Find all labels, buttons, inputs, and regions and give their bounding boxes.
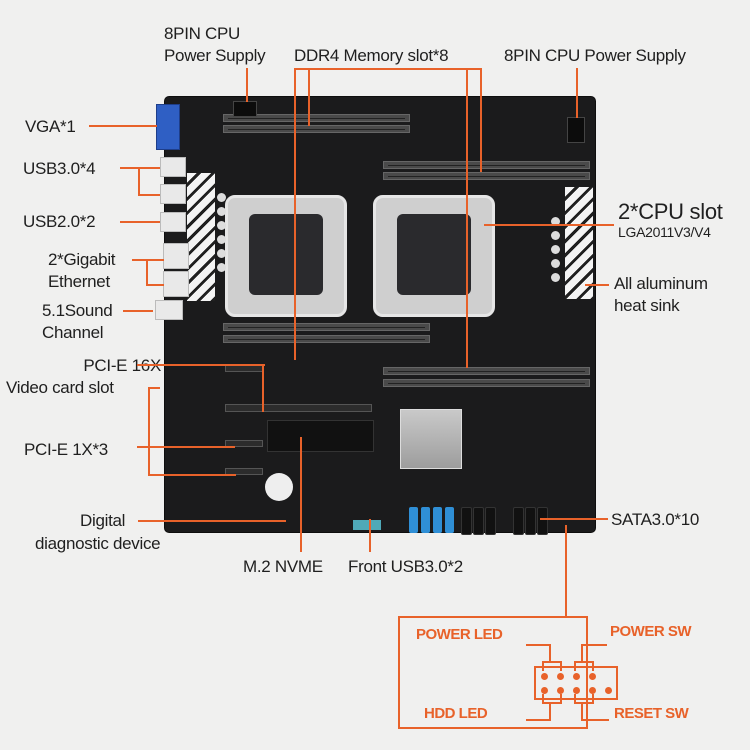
- label-reset-sw: RESET SW: [614, 705, 689, 722]
- dimm-slot: [383, 161, 590, 169]
- pcie-x1-slot: [225, 365, 263, 372]
- label-cpu-slot: 2*CPU slot: [618, 199, 723, 224]
- label-pcie1: PCI-E 1X*3: [24, 440, 108, 459]
- label-diag: Digital: [80, 511, 126, 530]
- label-cpu-slot-sub: LGA2011V3/V4: [618, 224, 711, 240]
- dimm-slot: [223, 125, 410, 133]
- dimm-slot: [223, 114, 410, 122]
- cpu-socket-1: [225, 195, 347, 317]
- audio-port: [155, 300, 183, 320]
- chipset-heatsink: [400, 409, 462, 469]
- cpu-power-connector-right: [567, 117, 585, 143]
- dimm-slot: [223, 335, 430, 343]
- label-hdd-led: HDD LED: [424, 705, 488, 722]
- label-diag-sub: diagnostic device: [35, 534, 161, 553]
- heatsink-left: [187, 173, 215, 301]
- label-cpu-power-right: 8PIN CPU Power Supply: [504, 46, 686, 65]
- usb3-port: [160, 184, 186, 204]
- label-vga: VGA*1: [25, 117, 76, 136]
- cpu-power-connector-left: [233, 101, 257, 117]
- label-m2: M.2 NVME: [243, 557, 323, 576]
- dimm-slot: [383, 172, 590, 180]
- label-ddr4: DDR4 Memory slot*8: [294, 46, 449, 65]
- label-front-usb: Front USB3.0*2: [348, 557, 463, 576]
- label-sata: SATA3.0*10: [611, 510, 700, 529]
- label-pcie16: PCI-E 16X: [83, 356, 161, 375]
- cmos-battery: [265, 473, 293, 501]
- label-usb3: USB3.0*4: [23, 159, 96, 178]
- dimm-slot: [223, 323, 430, 331]
- label-usb2: USB2.0*2: [23, 212, 96, 231]
- heatsink-right: [565, 187, 593, 299]
- pcie-x1-slot: [225, 440, 263, 447]
- ethernet-port: [163, 243, 189, 269]
- dimm-slot: [383, 367, 590, 375]
- pcie-x16-slot: [225, 404, 372, 412]
- usb2-port: [160, 212, 186, 232]
- front-panel-diagram: [398, 616, 588, 729]
- pcie-x1-slot: [225, 468, 263, 475]
- vga-port: [156, 104, 180, 150]
- ethernet-port: [163, 271, 189, 297]
- label-pcie16-sub: Video card slot: [6, 378, 114, 397]
- label-power-sw: POWER SW: [610, 623, 692, 640]
- front-usb-header: [353, 520, 381, 530]
- m2-slot: [267, 420, 374, 452]
- label-power-led: POWER LED: [416, 626, 503, 643]
- cpu-socket-2: [373, 195, 495, 317]
- dimm-slot: [383, 379, 590, 387]
- motherboard: [165, 97, 595, 535]
- header-box: [534, 666, 618, 700]
- usb3-port: [160, 157, 186, 177]
